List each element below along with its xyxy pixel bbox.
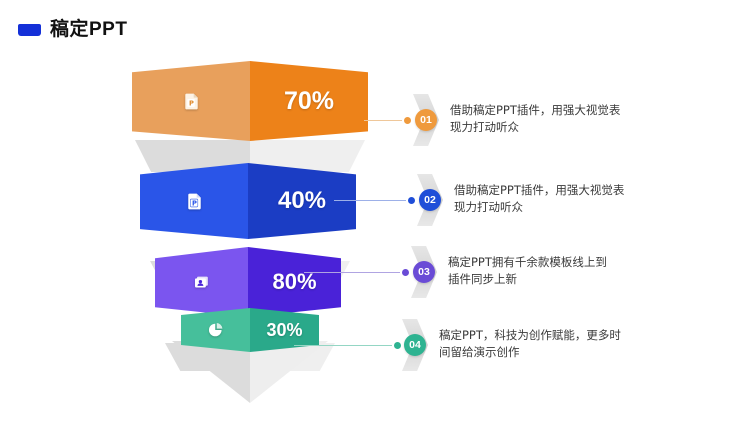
callout-text-03-line2: 插件同步上新 (448, 272, 517, 286)
connector-dot-02 (408, 197, 415, 204)
badge-01: 01 (415, 109, 437, 131)
funnel-level-3-left-face (155, 247, 248, 317)
callout-text-01-line2: 现力打动听众 (450, 120, 519, 134)
connector-line-02 (334, 200, 406, 201)
connector-line-01 (364, 120, 402, 121)
callout-list: 01 借助稿定PPT插件，用强大视觉表 现力打动听众 02 借助稿定PPT插件，… (294, 55, 750, 405)
funnel-level-2-right-face (248, 163, 356, 239)
badge-04: 04 (404, 334, 426, 356)
callout-text-04-line1: 稿定PPT，科技为创作赋能，更多时 (439, 328, 621, 342)
connector-line-04 (294, 345, 392, 346)
funnel-level-3-right-face (248, 247, 341, 317)
badge-02: 02 (419, 189, 441, 211)
callout-text-02-line2: 现力打动听众 (454, 200, 523, 214)
callout-text-01: 借助稿定PPT插件，用强大视觉表 现力打动听众 (450, 102, 650, 136)
funnel-level-4-right-face (250, 308, 319, 352)
connector-line-03 (304, 272, 400, 273)
callout-text-03-line1: 稿定PPT拥有千余款模板线上到 (448, 255, 607, 269)
funnel-level-2[interactable]: P 40% (140, 163, 356, 239)
funnel-bottom-cone (172, 341, 328, 403)
callout-text-04-line2: 间留给演示创作 (439, 345, 520, 359)
brand-bar: 稿定PPT (18, 20, 127, 39)
funnel-level-3[interactable]: 80% (155, 247, 341, 317)
funnel-level-4-left-face (181, 308, 250, 352)
logo-icon (18, 23, 41, 36)
funnel-level-1-left-face (132, 61, 250, 141)
callout-text-03: 稿定PPT拥有千余款模板线上到 插件同步上新 (448, 254, 648, 288)
callout-text-02: 借助稿定PPT插件，用强大视觉表 现力打动听众 (454, 182, 654, 216)
callout-text-02-line1: 借助稿定PPT插件，用强大视觉表 (454, 183, 625, 197)
callout-text-01-line1: 借助稿定PPT插件，用强大视觉表 (450, 103, 621, 117)
page-title: 稿定PPT (50, 19, 128, 40)
connector-dot-04 (394, 342, 401, 349)
connector-dot-03 (402, 269, 409, 276)
funnel-diagram: P 70% P 40% (0, 55, 420, 405)
funnel-level-1-right-face (250, 61, 368, 141)
funnel-shadow-1 (135, 140, 365, 172)
badge-03: 03 (413, 261, 435, 283)
funnel-level-1[interactable]: P 70% (132, 61, 368, 141)
connector-dot-01 (404, 117, 411, 124)
funnel-level-2-left-face (140, 163, 248, 239)
callout-text-04: 稿定PPT，科技为创作赋能，更多时 间留给演示创作 (439, 327, 654, 361)
